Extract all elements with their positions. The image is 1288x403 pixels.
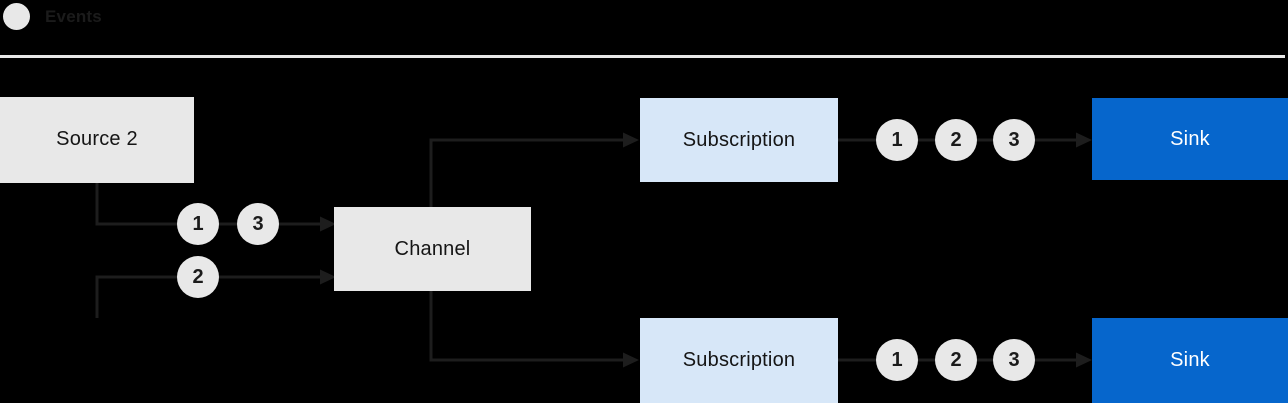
node-subscription-bottom-label: Subscription	[682, 349, 796, 371]
node-subscription-bottom: Subscription	[640, 318, 838, 403]
node-source-2: Source 2	[0, 97, 194, 182]
event-badge-2: 2	[177, 256, 219, 298]
event-badge-3: 3	[993, 339, 1035, 381]
event-badge-2: 2	[935, 339, 977, 381]
event-badge-1: 1	[876, 119, 918, 161]
node-sink-bottom: Sink	[1092, 318, 1288, 403]
node-channel: Channel	[334, 207, 531, 291]
node-sink-bottom-label: Sink	[1170, 349, 1210, 371]
node-subscription-top-label: Subscription	[682, 128, 796, 151]
event-badge-1: 1	[876, 339, 918, 381]
event-badge-3: 3	[993, 119, 1035, 161]
event-badge-1: 1	[177, 203, 219, 245]
node-subscription-top: Subscription	[640, 98, 838, 182]
event-badge-2: 2	[935, 119, 977, 161]
node-source-2-label: Source 2	[56, 128, 138, 150]
event-badge-3: 3	[237, 203, 279, 245]
events-legend-swatch-icon	[3, 3, 30, 30]
node-channel-label: Channel	[394, 237, 471, 260]
legend-divider	[0, 55, 1285, 58]
edge-channel-to-subscription-bottom	[429, 291, 639, 368]
edge-channel-to-subscription-top	[429, 132, 639, 207]
node-sink-top-label: Sink	[1170, 127, 1210, 150]
node-sink-top: Sink	[1092, 98, 1288, 180]
events-legend-label: Events	[45, 7, 102, 26]
